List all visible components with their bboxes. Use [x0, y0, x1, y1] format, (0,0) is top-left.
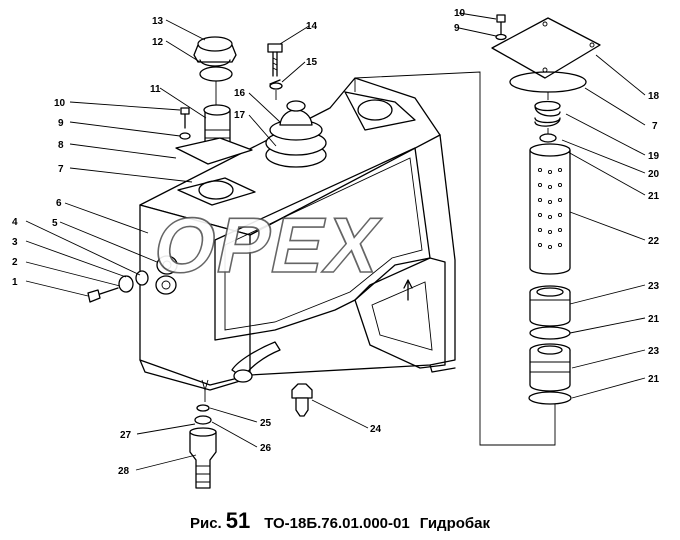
callout-13: 13: [152, 16, 164, 27]
callout-7-left: 7: [58, 164, 64, 175]
callout-12: 12: [152, 37, 164, 48]
callout-1: 1: [12, 277, 18, 288]
caption-code: ТО-18Б.76.01.000-01: [264, 515, 410, 532]
caption-number: 51: [225, 508, 251, 533]
callout-21-b: 21: [648, 314, 660, 325]
callout-28: 28: [118, 466, 130, 477]
callout-25: 25: [260, 418, 272, 429]
callout-3: 3: [12, 237, 18, 248]
figure-caption: Рис.51 ТО-18Б.76.01.000-01 Гидробак: [0, 508, 680, 534]
callout-19: 19: [648, 151, 660, 162]
hydraulic-tank: [139, 77, 456, 391]
callout-23-a: 23: [648, 281, 660, 292]
callout-2: 2: [12, 257, 18, 268]
callout-27: 27: [120, 430, 132, 441]
callout-10-right: 10: [454, 8, 466, 19]
callout-17: 17: [234, 110, 246, 121]
caption-prefix: Рис.: [189, 515, 222, 532]
callout-15: 15: [306, 57, 318, 68]
callout-22: 22: [648, 236, 660, 247]
callout-26: 26: [260, 443, 272, 454]
callout-10-left: 10: [54, 98, 66, 109]
filler-neck: [175, 36, 253, 165]
callout-5: 5: [52, 218, 58, 229]
callout-7-right: 7: [652, 121, 658, 132]
callout-labels: 1 2 3 4 5 6 7 8 9 10 11 12 13 14 15 16 1…: [12, 8, 660, 477]
bolts: [179, 43, 283, 140]
watermark: OPEX: [147, 202, 390, 289]
callout-21-a: 21: [648, 191, 660, 202]
callout-8: 8: [58, 140, 64, 151]
callout-14: 14: [306, 21, 318, 32]
callout-6: 6: [56, 198, 62, 209]
callout-11: 11: [150, 84, 161, 95]
bottom-fittings: [189, 383, 313, 489]
callout-20: 20: [648, 169, 660, 180]
callout-16: 16: [234, 88, 246, 99]
callout-18: 18: [648, 91, 660, 102]
filter-assembly: [491, 14, 601, 405]
caption-name: Гидробак: [419, 515, 491, 532]
assembly-lines: [201, 71, 556, 446]
callout-9-right: 9: [454, 23, 460, 34]
leader-lines: [25, 12, 646, 471]
callout-4: 4: [12, 217, 18, 228]
callout-24: 24: [370, 424, 382, 435]
callout-9-left: 9: [58, 118, 64, 129]
breather-assembly: [265, 100, 327, 168]
callout-21-c: 21: [648, 374, 660, 385]
side-fasteners: [87, 270, 149, 303]
callout-23-b: 23: [648, 346, 660, 357]
